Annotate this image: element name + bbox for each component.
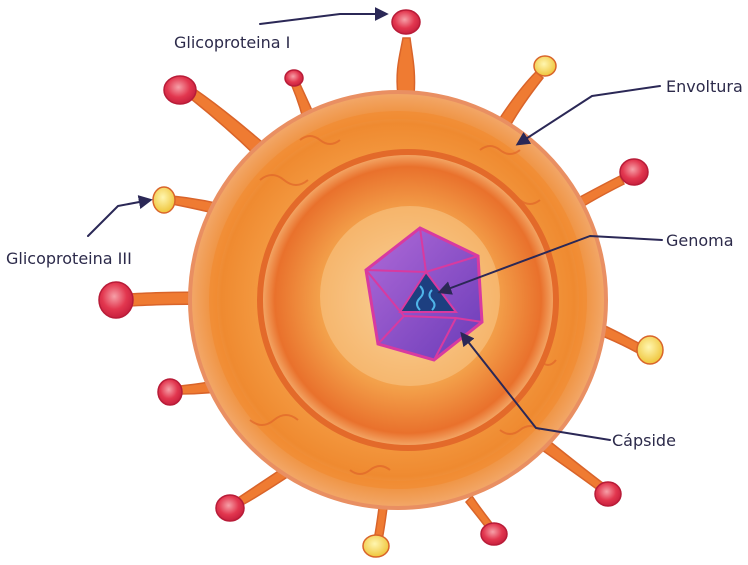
- spike-tip: [595, 482, 621, 506]
- spike-tip: [620, 159, 648, 185]
- spike-tip: [637, 336, 663, 364]
- leader-glycoprotein-3: [88, 200, 150, 236]
- label-glycoprotein-3: Glicoproteina III: [6, 249, 132, 268]
- spike-tip: [481, 523, 507, 545]
- spike-tip: [216, 495, 244, 521]
- label-envelope: Envoltura: [666, 77, 743, 96]
- spike-tip: [534, 56, 556, 76]
- spike-tip: [99, 282, 133, 318]
- spike: [397, 38, 414, 95]
- spike-tip: [158, 379, 182, 405]
- label-capsid: Cápside: [612, 431, 676, 450]
- leader-envelope: [518, 86, 660, 144]
- spike: [500, 72, 543, 126]
- label-glycoprotein-1: Glicoproteina I: [174, 33, 290, 52]
- spike-tip: [363, 535, 389, 557]
- leader-glycoprotein-1: [260, 14, 386, 24]
- spike-tip: [285, 70, 303, 86]
- spike-tip: [392, 10, 420, 34]
- spike-tip: [153, 187, 175, 213]
- spike-tip: [164, 76, 196, 104]
- spike: [542, 440, 604, 490]
- label-genome: Genoma: [666, 231, 734, 250]
